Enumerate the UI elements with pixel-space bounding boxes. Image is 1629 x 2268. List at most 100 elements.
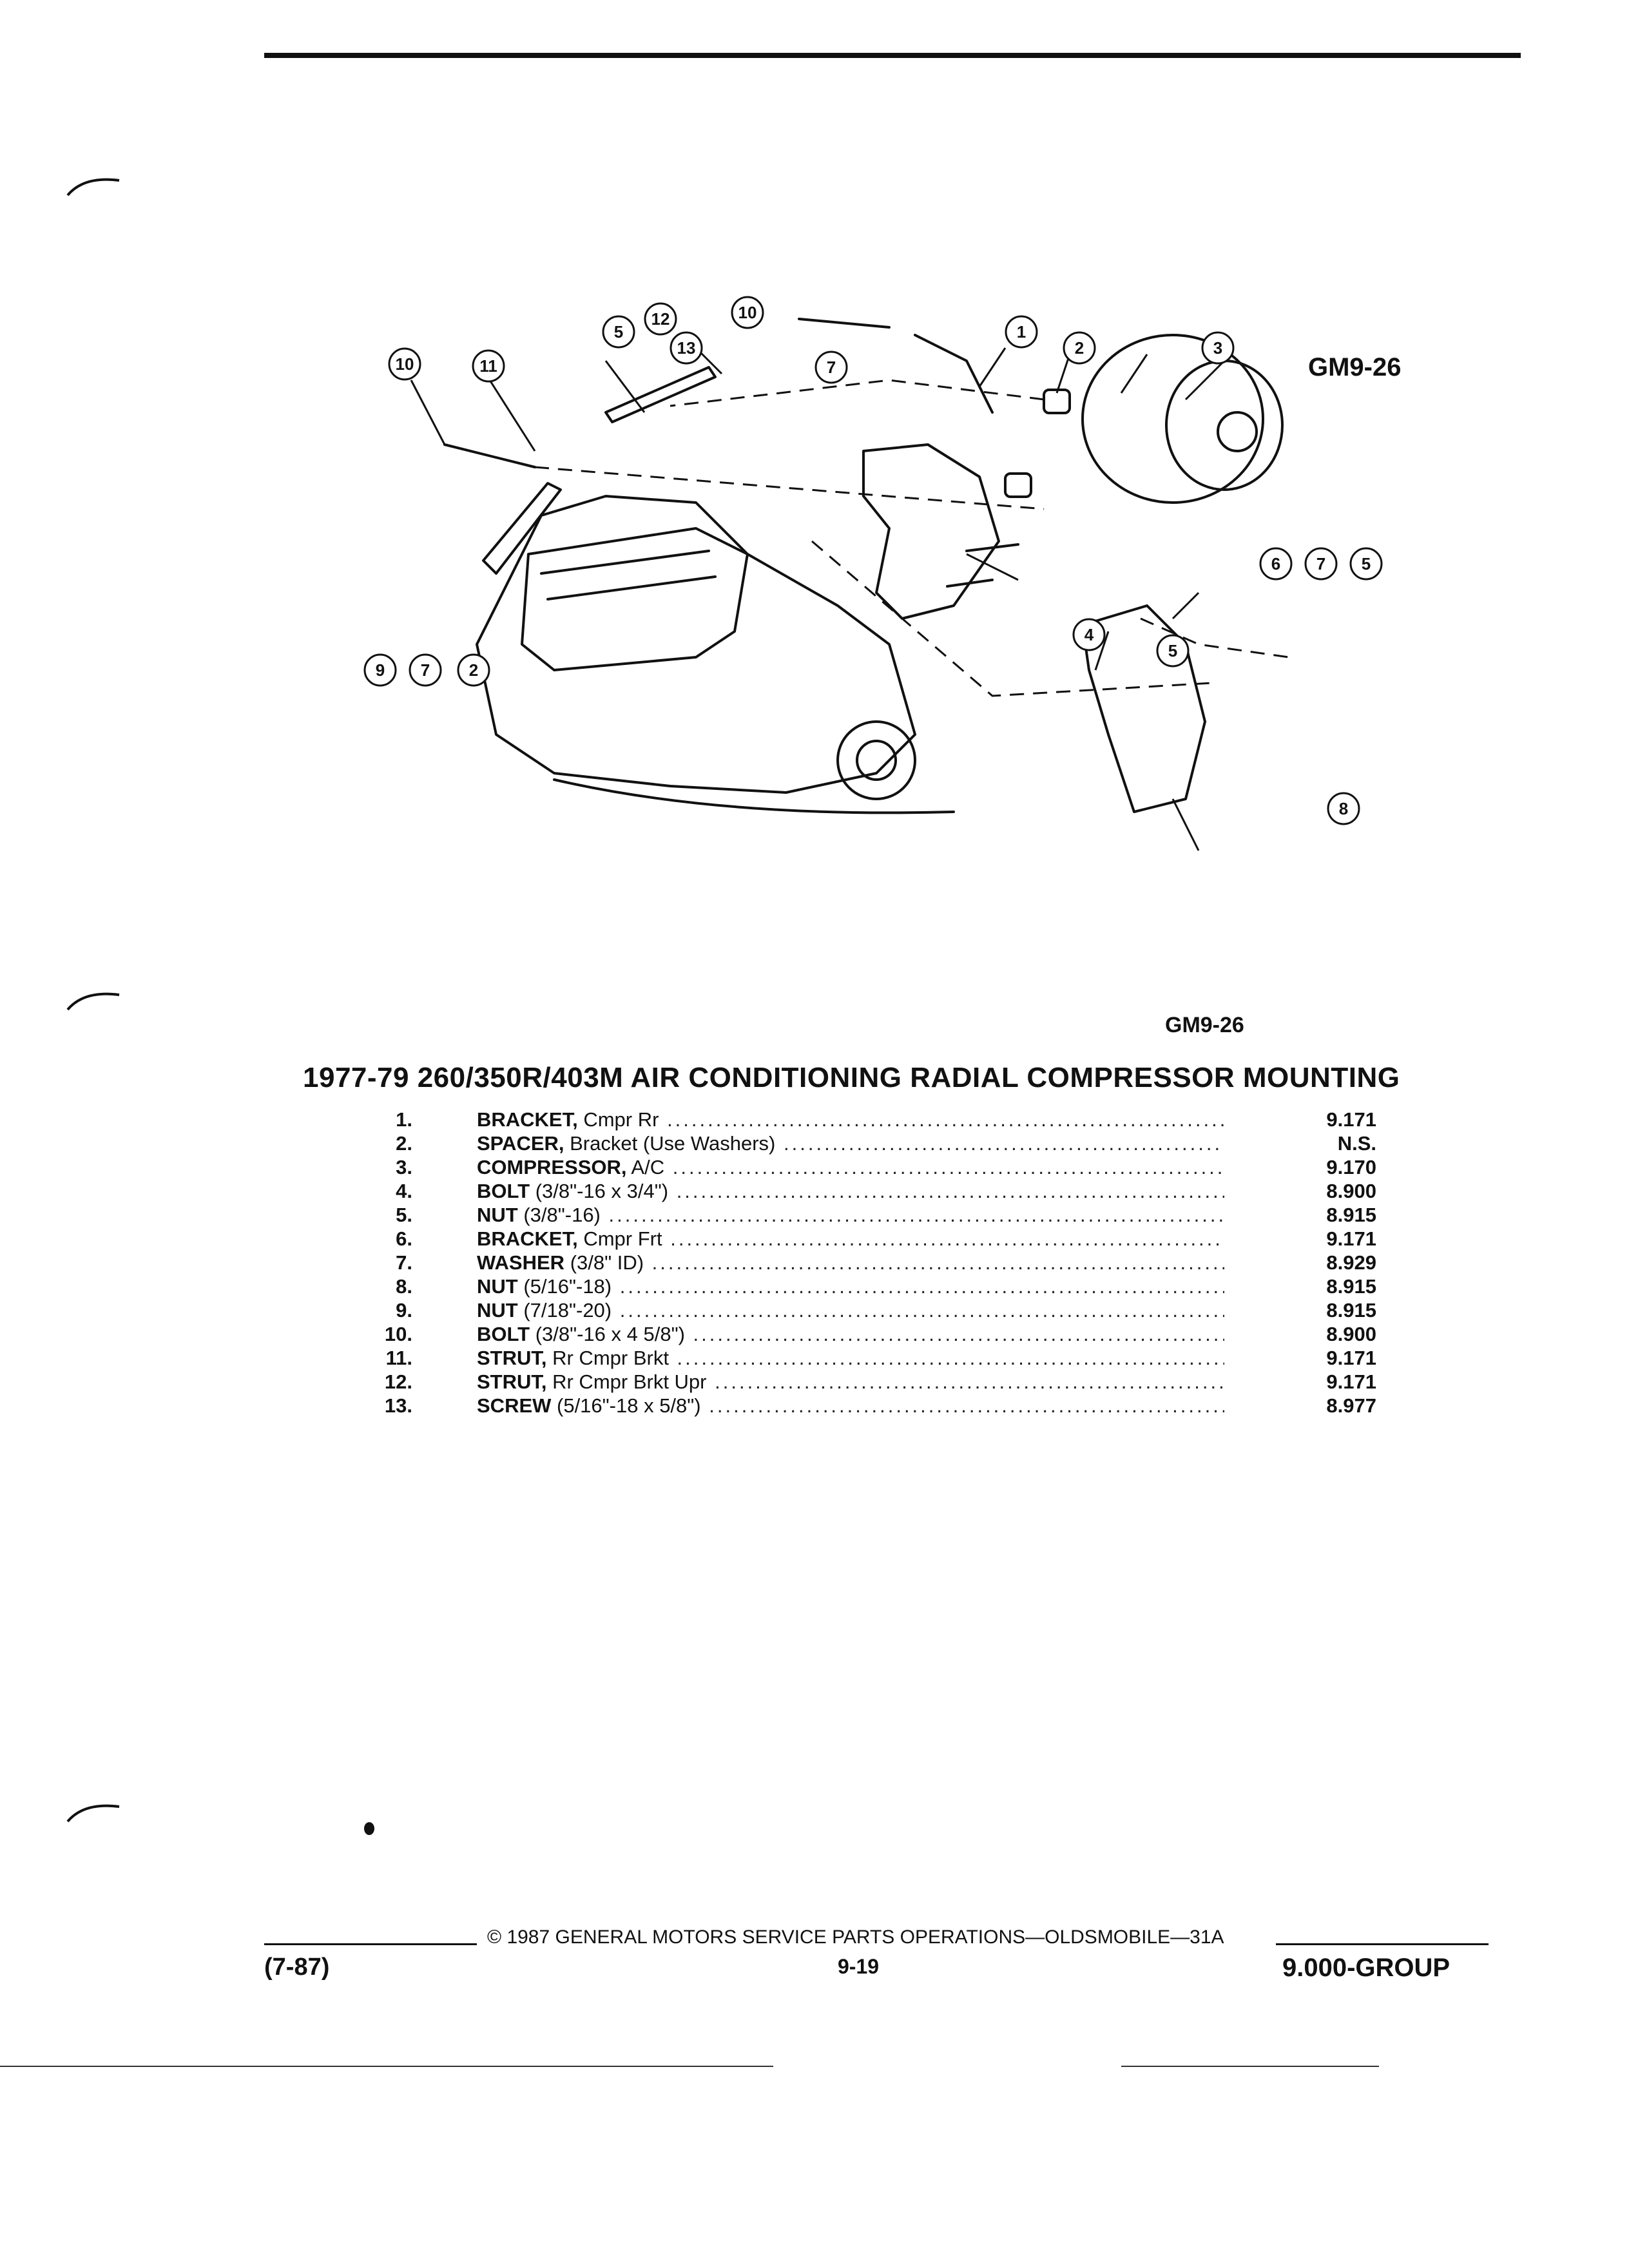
callout: 2 — [1075, 338, 1084, 358]
group-code: 9.171 — [1326, 1227, 1376, 1250]
parts-row: 3. COMPRESSOR, A/C .....................… — [361, 1156, 1379, 1180]
callout: 5 — [1362, 554, 1371, 573]
part-name: NUT — [477, 1275, 518, 1298]
parts-row: 13. SCREW (5/16"-18 x 5/8") ............… — [361, 1394, 1379, 1418]
group-code: 8.915 — [1326, 1275, 1376, 1298]
top-rule — [264, 53, 1521, 58]
callout: 13 — [677, 338, 696, 358]
part-number: 9. — [396, 1299, 412, 1321]
callout: 1 — [1017, 322, 1026, 341]
callout-markers: 10 11 5 12 13 10 7 1 2 3 9 7 2 4 5 6 7 5… — [363, 296, 1383, 825]
parts-row: 6. BRACKET, Cmpr Frt ...................… — [361, 1227, 1379, 1251]
group-code: 9.171 — [1326, 1347, 1376, 1369]
footer-rule — [264, 1943, 477, 1945]
upper-strut — [604, 366, 717, 423]
part-description: BRACKET, Cmpr Frt ......................… — [477, 1227, 1224, 1251]
part-name: SCREW — [477, 1394, 552, 1417]
part-description: STRUT, Rr Cmpr Brkt ....................… — [477, 1347, 1224, 1370]
group-code: 8.900 — [1326, 1180, 1376, 1202]
part-detail: Cmpr Rr — [577, 1108, 659, 1131]
callout: 9 — [376, 660, 385, 680]
rear-strut — [482, 482, 562, 575]
part-detail: Rr Cmpr Brkt — [546, 1347, 669, 1369]
leader-dots: ........................................… — [651, 1251, 1224, 1274]
group-code: 8.915 — [1326, 1204, 1376, 1226]
part-number: 3. — [396, 1156, 412, 1178]
part-number: 11. — [385, 1347, 412, 1369]
leader-dots: ........................................… — [619, 1275, 1224, 1298]
leader-dots: ........................................… — [619, 1299, 1224, 1321]
group-code: 8.977 — [1326, 1394, 1376, 1417]
part-description: BOLT (3/8"-16 x 4 5/8") ................… — [477, 1323, 1224, 1346]
part-name: STRUT, — [477, 1347, 547, 1369]
scan-edge-line — [1121, 2066, 1379, 2067]
group-code: 8.929 — [1326, 1251, 1376, 1274]
part-description: NUT (5/16"-18) .........................… — [477, 1275, 1224, 1298]
part-detail: (5/16"-18 x 5/8") — [551, 1394, 701, 1417]
parts-row: 12. STRUT, Rr Cmpr Brkt Upr ............… — [361, 1370, 1379, 1394]
part-description: BRACKET, Cmpr Rr .......................… — [477, 1108, 1224, 1131]
part-number: 4. — [396, 1180, 412, 1202]
part-detail: Rr Cmpr Brkt Upr — [546, 1370, 707, 1393]
front-bracket — [1081, 604, 1206, 813]
callout: 5 — [1168, 641, 1177, 660]
part-name: STRUT, — [477, 1370, 547, 1393]
part-number: 6. — [396, 1227, 412, 1250]
group-code: 8.900 — [1326, 1323, 1376, 1345]
callout: 7 — [421, 660, 430, 680]
leader-dots: ........................................… — [693, 1323, 1224, 1345]
group-code: 8.915 — [1326, 1299, 1376, 1321]
part-name: NUT — [477, 1299, 518, 1321]
engine-base — [553, 778, 955, 814]
part-detail: (3/8" ID) — [564, 1251, 644, 1274]
part-number: 2. — [396, 1132, 412, 1155]
parts-row: 8. NUT (5/16"-18) ......................… — [361, 1275, 1379, 1299]
leader-dots: ........................................… — [667, 1108, 1224, 1131]
margin-mark — [66, 992, 120, 1011]
exploded-parts-diagram: 10 11 5 12 13 10 7 1 2 3 9 7 2 4 5 6 7 5… — [363, 296, 1383, 851]
group-code: N.S. — [1337, 1132, 1376, 1155]
leader-dots: ........................................… — [672, 1156, 1224, 1178]
leader-dots: ........................................… — [784, 1132, 1224, 1155]
parts-row: 2. SPACER, Bracket (Use Washers) .......… — [361, 1132, 1379, 1156]
leader-dots: ........................................… — [677, 1347, 1224, 1369]
copyright-line: © 1987 GENERAL MOTORS SERVICE PARTS OPER… — [487, 1927, 1224, 1948]
page-number: 9-19 — [838, 1955, 880, 1978]
parts-row: 11. STRUT, Rr Cmpr Brkt ................… — [361, 1347, 1379, 1370]
part-detail: Cmpr Frt — [577, 1227, 662, 1250]
part-detail: (3/8"-16 x 4 5/8") — [530, 1323, 685, 1345]
group-code: 9.171 — [1326, 1370, 1376, 1393]
parts-list: 1. BRACKET, Cmpr Rr ....................… — [361, 1108, 1379, 1418]
callout: 2 — [469, 660, 478, 680]
leader-dots: ........................................… — [715, 1370, 1224, 1393]
parts-row: 5. NUT (3/8"-16) .......................… — [361, 1204, 1379, 1227]
callout: 3 — [1213, 338, 1222, 358]
parts-row: 7. WASHER (3/8" ID) ....................… — [361, 1251, 1379, 1275]
part-name: COMPRESSOR, — [477, 1156, 627, 1178]
engine-block — [476, 495, 916, 794]
part-description: SCREW (5/16"-18 x 5/8") ................… — [477, 1394, 1224, 1418]
valve-cover — [521, 527, 749, 671]
callout: 4 — [1084, 625, 1094, 644]
callout: 10 — [396, 354, 414, 374]
part-description: NUT (3/8"-16) ..........................… — [477, 1204, 1224, 1227]
scan-edge-line — [0, 2066, 773, 2067]
pulley — [836, 720, 916, 800]
part-name: SPACER, — [477, 1132, 564, 1155]
part-name: BRACKET, — [477, 1108, 578, 1131]
part-detail: A/C — [626, 1156, 665, 1178]
parts-row: 9. NUT (7/18"-20) ......................… — [361, 1299, 1379, 1323]
leader-dots: ........................................… — [709, 1394, 1224, 1417]
group-code: 9.170 — [1326, 1156, 1376, 1178]
part-number: 1. — [396, 1108, 412, 1131]
group-label: 9.000-GROUP — [1282, 1954, 1451, 1982]
part-detail: Bracket (Use Washers) — [564, 1132, 776, 1155]
part-description: NUT (7/18"-20) .........................… — [477, 1299, 1224, 1322]
callout: 6 — [1271, 554, 1280, 573]
callout: 5 — [614, 322, 623, 341]
footer-rule — [1276, 1943, 1489, 1945]
parts-row: 1. BRACKET, Cmpr Rr ....................… — [361, 1108, 1379, 1132]
part-description: COMPRESSOR, A/C ........................… — [477, 1156, 1224, 1179]
leader-dots: ........................................… — [676, 1180, 1224, 1202]
parts-row: 4. BOLT (3/8"-16 x 3/4") ...............… — [361, 1180, 1379, 1204]
